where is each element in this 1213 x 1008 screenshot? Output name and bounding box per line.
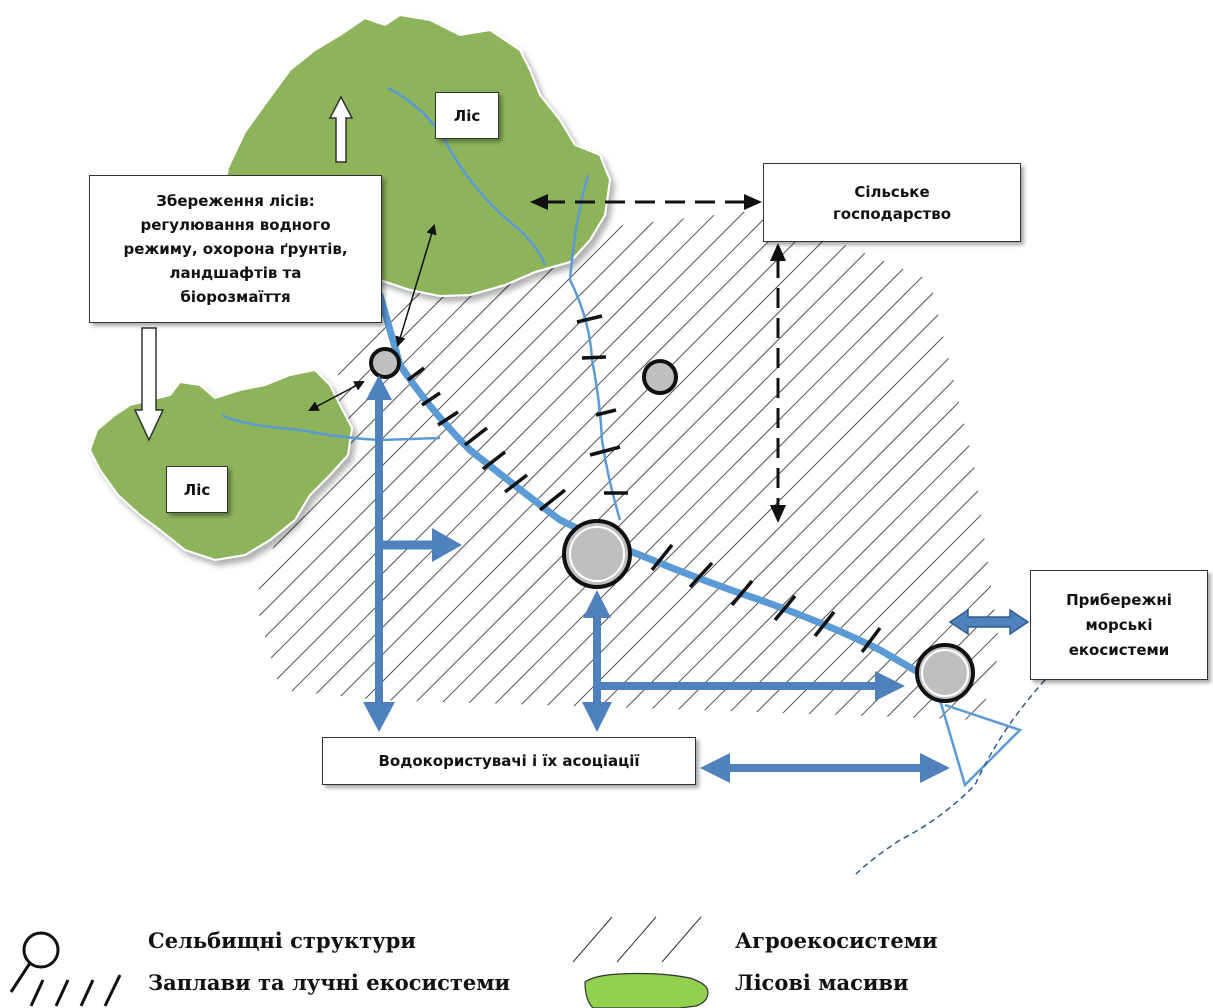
settlement-coastal-ring <box>921 649 969 697</box>
settlement-small-middle <box>642 359 678 395</box>
legend-agroecosystems: Агроекосистеми <box>735 928 938 953</box>
legend-floodplains: Заплави та лучні екосистеми <box>148 970 511 995</box>
hatch-line <box>255 210 803 720</box>
agriculture-line-1: Сільське <box>854 182 930 201</box>
hatch-line <box>387 210 1000 720</box>
water-users-text: Водокористувачі і їх асоціації <box>378 752 640 770</box>
forest-label-top: Ліс <box>435 92 499 139</box>
forest-label-bottom: Ліс <box>166 466 228 513</box>
hatch-line <box>279 210 1000 720</box>
legend-forest-icon <box>584 972 709 1008</box>
conservation-line-3: режиму, охорона ґрунтів, <box>123 240 348 258</box>
legend-settlement-stem <box>9 962 32 993</box>
river-thin-lines <box>221 86 1023 788</box>
dashed-arrow-heads <box>530 194 786 523</box>
hatch-line <box>255 210 1000 720</box>
flow-right-head <box>875 671 905 701</box>
coastal-double-arrow <box>948 608 1030 636</box>
legend-settlement-icon <box>22 931 60 969</box>
settlement-small-top <box>369 347 401 379</box>
coastal-line-1: Прибережні <box>1066 590 1172 609</box>
legend-floodplain-lines <box>29 974 122 1007</box>
legend-agro-hatch-icon <box>572 916 702 963</box>
white-arrow-up <box>328 95 354 163</box>
flow-left-head-up <box>366 375 392 400</box>
hatch-line <box>495 210 1000 720</box>
hatch-line <box>1144 100 1213 1000</box>
coastal-line-3: екосистеми <box>1068 640 1170 659</box>
hatch-line <box>0 100 100 1000</box>
conservation-line-5: біорозмаїття <box>180 288 291 306</box>
river-middle <box>568 174 622 521</box>
hatch-line <box>1171 100 1213 1000</box>
hatch-line <box>1090 100 1213 1000</box>
river-delta <box>938 699 1023 788</box>
connection-arrows <box>308 223 437 411</box>
forest-area-bottom <box>88 368 354 562</box>
forest-label-bottom-text: Ліс <box>183 480 211 499</box>
hatch-line <box>255 210 992 720</box>
hatch-line <box>1063 100 1213 1000</box>
water-flow-arrows <box>363 375 950 783</box>
hatch-line <box>333 210 1000 720</box>
conservation-line-4: ландшафтів та <box>169 264 302 282</box>
hatch-line <box>1036 100 1213 1000</box>
settlement-large-ring <box>569 526 625 582</box>
hatch-line <box>1009 100 1213 1000</box>
forest-label-top-text: Ліс <box>453 106 481 125</box>
white-arrow-down <box>133 327 165 442</box>
legend-forests: Лісові масиви <box>735 970 909 995</box>
coastal-line-2: морські <box>1085 615 1153 634</box>
agriculture-line-2: господарство <box>832 204 952 223</box>
hatch-line <box>414 210 1000 720</box>
flow-users-head-right <box>920 753 950 783</box>
conservation-line-2: регулювання водного <box>140 216 331 234</box>
river-bottom-tributary <box>221 413 441 442</box>
forest-conservation-box: Збереження лісів: регулювання водного ре… <box>89 175 382 323</box>
settlement-large <box>562 519 632 589</box>
settlement-coastal <box>915 643 975 703</box>
conservation-to-settlement <box>395 223 437 348</box>
agriculture-box: Сільське господарство <box>763 163 1021 242</box>
flow-users-head-left <box>700 753 730 783</box>
legend-settlements: Сельбищні структури <box>148 928 416 953</box>
hatch-line <box>441 210 1000 720</box>
settlement-to-lower-forest <box>308 381 365 411</box>
hatch-line <box>522 210 1000 720</box>
hatch-line <box>255 210 938 720</box>
coastal-ecosystems-box: Прибережні морські екосистеми <box>1030 570 1208 680</box>
hatch-line <box>255 210 776 720</box>
flow-middle-head-down <box>582 702 612 732</box>
hatch-line <box>360 210 1000 720</box>
main-river <box>376 291 922 676</box>
flow-middle-head-up <box>583 590 611 618</box>
hatch-line <box>255 210 911 720</box>
water-users-box: Водокористувачі і їх асоціації <box>322 737 696 785</box>
coastline <box>854 679 1046 876</box>
conservation-line-1: Збереження лісів: <box>156 192 315 210</box>
legend-graphics <box>9 916 709 1008</box>
hatch-line <box>1117 100 1213 1000</box>
hatch-line <box>468 210 1000 720</box>
flow-left-head-down <box>363 702 395 732</box>
settlements <box>369 347 975 703</box>
hatch-line <box>255 210 857 720</box>
hatch-line <box>1198 100 1213 1000</box>
hatch-line <box>306 210 1000 720</box>
barrier-marks <box>406 314 882 654</box>
river-top-left <box>387 86 547 266</box>
dashed-arrows <box>545 200 780 510</box>
hatch-line <box>255 210 749 720</box>
flow-left-branch-head <box>432 528 462 562</box>
hatch-line <box>255 210 965 720</box>
